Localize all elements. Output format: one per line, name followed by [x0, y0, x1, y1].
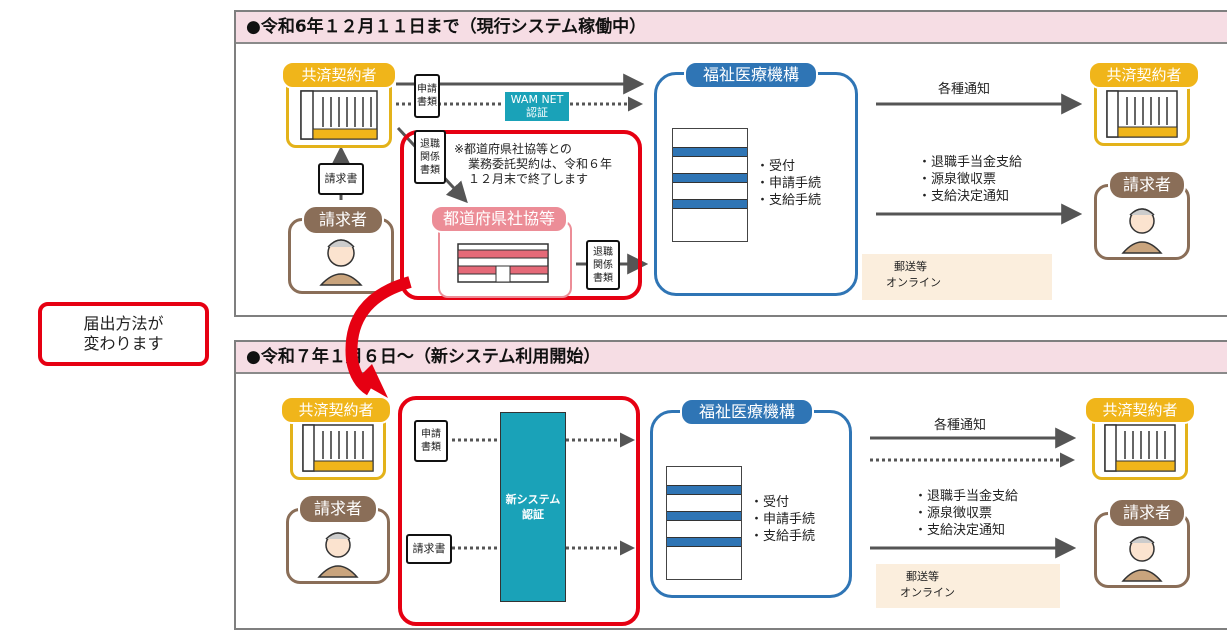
new-org-label: 福祉医療機構	[680, 398, 814, 426]
old-legend: 郵送等 オンライン	[862, 254, 1052, 300]
old-app-doc-line2: 書類	[417, 97, 437, 108]
old-file-stack	[672, 128, 748, 242]
office-building-icon	[302, 424, 374, 472]
old-retirement-document-2: 退職 関係 書類	[586, 240, 620, 290]
office-building-icon	[1104, 424, 1176, 472]
wam-net-line1: WAM NET	[510, 93, 564, 106]
task-1: ・受付	[756, 159, 796, 174]
person-icon	[319, 239, 363, 286]
new-file-stack	[666, 466, 742, 580]
old-application-document: 申請 書類	[414, 74, 440, 118]
stack-stripe	[667, 537, 741, 547]
output-3: ・支給決定通知	[914, 523, 1006, 538]
task-2: ・申請手続	[756, 176, 822, 191]
person-icon	[1121, 208, 1163, 254]
new-section-title: ●令和７年１月６日～（新システム利用開始）	[236, 342, 1227, 374]
task-1: ・受付	[750, 495, 790, 510]
person-icon	[1121, 536, 1163, 582]
stack-stripe	[673, 147, 747, 157]
task-3: ・支給手続	[756, 193, 822, 208]
office-building-icon	[300, 90, 378, 140]
office-building-icon	[1106, 90, 1178, 138]
old-retirement-document: 退職 関係 書類	[414, 130, 446, 184]
new-notice-label: 各種通知	[934, 418, 987, 433]
old-ret2-line1: 退職	[593, 246, 613, 258]
old-claimant-label: 請求者	[302, 205, 384, 235]
old-ret-doc-line3: 書類	[420, 164, 440, 176]
change-callout: 届出方法が 変わります	[38, 302, 209, 366]
output-1: ・退職手当金支給	[914, 489, 1019, 504]
legend-online: オンライン	[900, 586, 955, 599]
person-icon	[317, 532, 359, 578]
wam-net-badge: WAM NET 認証	[504, 91, 570, 122]
prefecture-building-card	[438, 220, 572, 298]
stack-stripe	[673, 199, 747, 209]
new-out-claimant-label: 請求者	[1108, 498, 1186, 528]
new-legend: 郵送等 オンライン	[876, 564, 1060, 608]
old-claim-document: 請求書	[318, 163, 364, 195]
task-3: ・支給手続	[750, 529, 816, 544]
old-org-label: 福祉医療機構	[684, 61, 818, 89]
old-out-contractor-label: 共済契約者	[1088, 61, 1200, 89]
old-ret-doc-line2: 関係	[420, 151, 440, 163]
system-line1: 新システム	[505, 493, 561, 506]
prefecture-building-icon	[457, 243, 549, 283]
note-line2: 業務委託契約は、令和６年	[468, 157, 613, 171]
output-2: ・源泉徴収票	[918, 172, 997, 187]
old-ret-doc-line1: 退職	[420, 138, 440, 150]
new-application-document: 申請 書類	[414, 420, 448, 462]
prefecture-label: 都道府県社協等	[430, 205, 568, 233]
old-contractor-label: 共済契約者	[281, 61, 397, 89]
new-outputs: ・退職手当金支給 ・源泉徴収票 ・支給決定通知	[914, 488, 1018, 539]
callout-line-1: 届出方法が	[83, 314, 164, 333]
stack-stripe	[673, 173, 747, 183]
system-line2: 認証	[522, 508, 544, 521]
old-contract-note: ※都道府県社協等との 業務委託契約は、令和６年 １２月末で終了します	[454, 142, 640, 187]
legend-mail: 郵送等	[894, 260, 927, 273]
wam-net-line2: 認証	[526, 106, 548, 119]
output-1: ・退職手当金支給	[918, 155, 1023, 170]
old-notice-label: 各種通知	[938, 82, 991, 97]
callout-line-2: 変わります	[83, 334, 164, 353]
new-claim-document: 請求書	[406, 534, 452, 564]
old-app-doc-line1: 申請	[417, 84, 437, 95]
legend-mail: 郵送等	[906, 570, 939, 583]
note-line3: １２月末で終了します	[468, 172, 589, 186]
new-system-auth: 新システム 認証	[500, 412, 566, 602]
old-org-tasks: ・受付 ・申請手続 ・支給手続	[756, 158, 821, 209]
old-section-title: ●令和6年１２月１１日まで（現行システム稼働中）	[236, 12, 1227, 44]
old-out-claimant-label: 請求者	[1108, 170, 1186, 200]
output-2: ・源泉徴収票	[914, 506, 993, 521]
new-out-contractor-label: 共済契約者	[1084, 396, 1196, 424]
new-org-tasks: ・受付 ・申請手続 ・支給手続	[750, 494, 815, 545]
old-prefecture-highlight	[400, 130, 642, 300]
old-ret2-line2: 関係	[593, 259, 613, 271]
old-outputs: ・退職手当金支給 ・源泉徴収票 ・支給決定通知	[918, 154, 1022, 205]
legend-online: オンライン	[886, 276, 941, 289]
new-app-doc-line2: 書類	[421, 442, 441, 453]
new-claimant-label: 請求者	[298, 494, 378, 524]
new-app-doc-line1: 申請	[421, 429, 441, 440]
stack-stripe	[667, 511, 741, 521]
old-ret2-line3: 書類	[593, 272, 613, 284]
task-2: ・申請手続	[750, 512, 816, 527]
new-out-claimant	[1094, 512, 1190, 588]
stack-stripe	[667, 485, 741, 495]
note-line1: ※都道府県社協等との	[454, 142, 572, 156]
output-3: ・支給決定通知	[918, 189, 1010, 204]
new-contractor-label: 共済契約者	[280, 396, 392, 424]
